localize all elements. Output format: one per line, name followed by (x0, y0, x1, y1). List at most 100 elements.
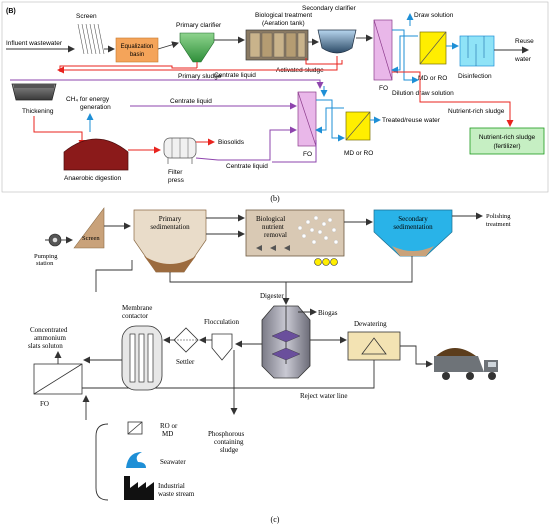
dewatering-triangle (361, 337, 387, 355)
filter-press (163, 137, 197, 164)
pump-hub (52, 237, 58, 243)
fo-membrane-1-diagonal (373, 19, 393, 81)
draw-solution-label: Draw solution (414, 12, 454, 19)
ras-loop (305, 58, 343, 65)
thickening-rim (14, 84, 54, 88)
centrate-line-3 (218, 126, 297, 161)
draw-source-bracket (95, 423, 109, 501)
anaerobic-digester (63, 138, 129, 171)
reject-water-line (60, 360, 375, 389)
ro-md-label-2: MD (162, 430, 173, 438)
nutrient-sludge-label: Nutrient-rich sludge (448, 108, 505, 115)
screen-grid (77, 23, 105, 55)
membrane-label-2: contactor (122, 312, 149, 320)
ch4-label-1: CH₄ for energy (66, 96, 110, 103)
phos-label-2: containing (214, 438, 244, 446)
primary-clarifier-tank (179, 32, 215, 63)
fo-label-2: FO (303, 151, 312, 158)
treated-label: Treated/reuse water (382, 117, 441, 124)
bio-label-2: (Aeration tank) (262, 20, 305, 27)
disinfection-tank (459, 35, 495, 67)
pumping-label-1: Pumping (34, 253, 58, 260)
pumping-label-2: station (36, 260, 54, 267)
reuse-label-1: Reuse (515, 38, 534, 45)
return-line (95, 260, 133, 292)
ch4-label-2: generation (80, 104, 111, 111)
thickening-to-digester-line (33, 116, 86, 147)
fertilizer-box (469, 127, 545, 155)
dilution-label: Dilution draw solution (392, 90, 454, 97)
primary-sed-label-2: sedimentation (150, 223, 190, 231)
centrate-label-1: Centrate liquid (214, 72, 256, 79)
dewatering-to-truck-arrow (400, 345, 433, 368)
equalization-basin (115, 37, 159, 63)
md-ro-label-1: MD or RO (418, 75, 447, 82)
screen-label: Screen (76, 13, 97, 20)
ro-md-label-1: RO or (160, 422, 178, 430)
anaerobic-label: Anaerobic digestion (64, 175, 121, 182)
filter-centrate-out (195, 157, 219, 161)
reuse-label-2: water (514, 56, 532, 63)
activated-sludge-line (60, 56, 338, 71)
polishing-label-1: Polishing (486, 213, 511, 220)
eq-basin-label-1: Equalization (121, 44, 154, 50)
bio-label-1: Biological treatment (255, 12, 312, 19)
aeration-tank (245, 29, 309, 61)
fo-box-c-diagonal (33, 363, 83, 395)
fo2-concentrate-out (272, 140, 317, 163)
fo2-diluted-return (316, 99, 345, 142)
fo2-draw-feed (315, 107, 344, 134)
sludge-collection-line (169, 256, 413, 283)
md-ro-box-1-diagonal (419, 31, 447, 65)
secondary-sed-label-2: sedimentation (393, 223, 433, 231)
biosolids-label: Biosolids (218, 139, 245, 146)
phos-label-1: Phosphorous (208, 430, 244, 438)
dewatering-unit (347, 331, 401, 361)
flocculation-label: Flocculation (204, 318, 239, 326)
md-ro-box-2-diagonal (345, 111, 371, 141)
concentrated-label-2: ammonium (34, 334, 66, 342)
digester-label: Digester (260, 292, 284, 300)
diluted-draw-return (392, 29, 419, 84)
primary-sludge-line (59, 65, 197, 72)
wave-icon (126, 452, 146, 468)
industrial-label-1: Industrial (158, 482, 185, 490)
nutrient-sludge-line (392, 71, 514, 127)
fo-label-1: FO (379, 85, 388, 92)
disinfection-label: Disinfection (458, 73, 492, 80)
fertilizer-label-2: (fertilizer) (493, 143, 520, 150)
primary-clarifier-label: Primary clarifier (176, 22, 222, 29)
screen-wedge (73, 207, 105, 249)
factory-icon (124, 476, 154, 500)
secondary-clarifier-label: Secondary clarifier (302, 5, 357, 12)
membrane-label-1: Membrane (122, 304, 152, 312)
caption-b: (b) (270, 194, 280, 203)
biogas-label: Biogas (318, 309, 338, 317)
bnr-tank (245, 209, 345, 257)
membrane-fibers (129, 333, 154, 383)
truck-icon (434, 348, 498, 380)
influent-label: Influent wastewater (6, 40, 63, 47)
bnr-bubbles (297, 215, 339, 245)
digester-impeller-1 (271, 329, 301, 343)
thickening-label: Thickening (22, 108, 54, 115)
bnr-mixers (256, 245, 290, 251)
primary-sludge-label: Primary sludge (178, 73, 222, 80)
md-ro-label-2: MD or RO (344, 150, 373, 157)
centrate-line-1 (10, 79, 324, 89)
centrate-label-3: Centrate liquid (226, 163, 268, 170)
secondary-sed-sludge (392, 246, 434, 256)
disinfection-baffles (467, 36, 485, 66)
centrate-label-2: Centrate liquid (170, 98, 212, 105)
caption-c: (c) (271, 515, 280, 524)
concentrated-label-3: slats soluton (28, 342, 63, 350)
polishing-label-2: treatment (486, 221, 511, 228)
primary-sed-label-1: Primary (159, 215, 182, 223)
panel-b: (B) Influent wastewater Screen Equalizat… (1, 1, 549, 203)
draw-solution-feed (391, 35, 418, 74)
flocculation-vessel (211, 333, 233, 361)
industrial-label-2: waste stream (158, 490, 195, 498)
panel-c: Pumping station Screen Primary sedimenta… (28, 207, 511, 524)
digester-impeller-2 (271, 347, 301, 361)
